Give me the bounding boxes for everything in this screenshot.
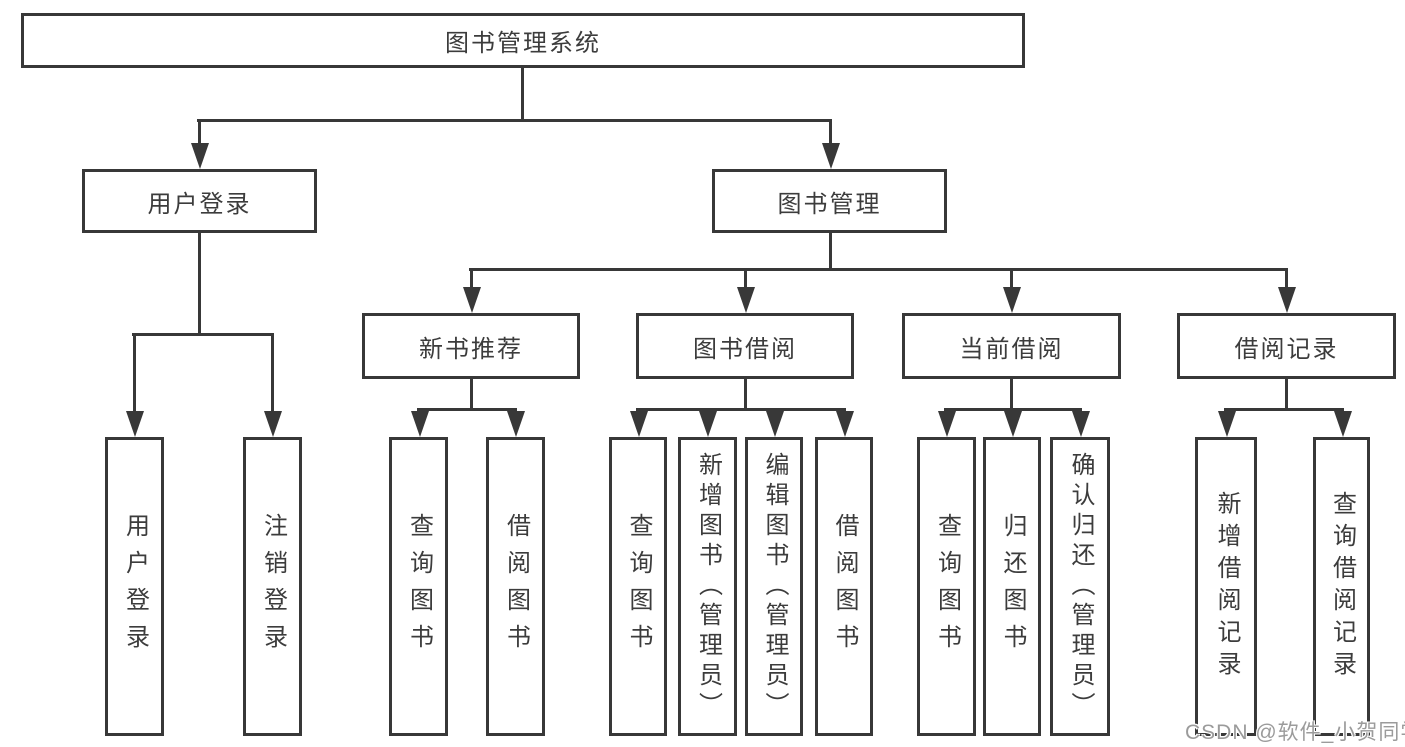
node-borrow-record-label: 借阅记录: [1234, 335, 1339, 363]
connector-user-login-bar: [132, 333, 274, 336]
node-book-borrow-label: 图书借阅: [693, 335, 797, 363]
node-library-system-label: 图书管理系统: [445, 30, 601, 57]
leaf-user-login-label: 用户登录: [121, 512, 149, 661]
leaf-bb-edit-book: 编辑图书（管理员）: [745, 437, 803, 736]
leaf-bb-add-book: 新增图书（管理员）: [678, 437, 737, 736]
connector-book-borrow-stem: [744, 379, 747, 408]
leaf-cb-confirm-return: 确认归还（管理员）: [1050, 437, 1110, 736]
connector-arrow-cb-confirm-return: [1079, 408, 1082, 411]
node-current-borrow-label: 当前借阅: [959, 335, 1064, 363]
leaf-logout-label: 注销登录: [259, 512, 287, 661]
leaf-cb-query-book-label: 查询图书: [933, 512, 961, 661]
connector-arrow-nb-query-book: [418, 408, 421, 411]
connector-arrow-bb-borrow-book: [843, 408, 846, 411]
node-user-login-label: 用户登录: [147, 190, 252, 218]
csdn-watermark: CSDN @软件_小贺同学: [1185, 721, 1405, 744]
connector-arrow-login: [133, 333, 136, 411]
node-new-book-recommend: 新书推荐: [362, 313, 580, 379]
leaf-nb-query-book-label: 查询图书: [405, 512, 433, 661]
leaf-cb-query-book: 查询图书: [917, 437, 976, 736]
connector-book-management-stem: [829, 233, 832, 268]
leaf-cb-confirm-return-label: 确认归还（管理员）: [1067, 451, 1094, 722]
connector-new-book-recommend-stem: [470, 379, 473, 408]
connector-user-login-stem: [198, 233, 201, 333]
node-user-login: 用户登录: [82, 169, 317, 233]
leaf-cb-return-book: 归还图书: [983, 437, 1041, 736]
connector-arrow-book-management: [829, 119, 832, 143]
connector-arrow-bb-edit-book: [773, 408, 776, 411]
connector-arrow-current-borrow: [1010, 268, 1013, 287]
connector-level3-bar: [469, 268, 1288, 271]
connector-arrow-br-add-record: [1225, 408, 1228, 411]
connector-arrow-nb-borrow-book: [514, 408, 517, 411]
connector-new-book-recommend-bar: [417, 408, 517, 411]
connector-arrow-borrow-record: [1285, 268, 1288, 287]
leaf-nb-borrow-book: 借阅图书: [486, 437, 545, 736]
node-library-system: 图书管理系统: [21, 13, 1025, 68]
connector-arrow-new-book-recommend: [470, 268, 473, 287]
connector-level2-bar: [197, 119, 832, 122]
leaf-bb-borrow-book: 借阅图书: [815, 437, 873, 736]
leaf-nb-query-book: 查询图书: [389, 437, 448, 736]
connector-borrow-record-stem: [1285, 379, 1288, 408]
connector-arrow-bb-query-book: [637, 408, 640, 411]
connector-arrow-bb-add-book: [706, 408, 709, 411]
connector-arrow-cb-query-book: [945, 408, 948, 411]
leaf-logout: 注销登录: [243, 437, 302, 736]
leaf-br-query-record-label: 查询借阅记录: [1328, 490, 1356, 683]
connector-borrow-record-bar: [1224, 408, 1343, 411]
leaf-br-query-record: 查询借阅记录: [1313, 437, 1370, 736]
leaf-user-login: 用户登录: [105, 437, 164, 736]
leaf-bb-borrow-book-label: 借阅图书: [831, 512, 858, 661]
leaf-bb-query-book: 查询图书: [609, 437, 667, 736]
connector-arrow-cb-return-book: [1011, 408, 1014, 411]
connector-arrow-logout: [271, 333, 274, 411]
node-current-borrow: 当前借阅: [902, 313, 1121, 379]
connector-root-stem: [521, 68, 524, 119]
connector-book-borrow-bar: [636, 408, 846, 411]
connector-arrow-book-borrow: [744, 268, 747, 287]
leaf-br-add-record: 新增借阅记录: [1195, 437, 1257, 736]
leaf-bb-query-book-label: 查询图书: [625, 512, 652, 661]
connector-arrow-user-login: [198, 119, 201, 143]
leaf-nb-borrow-book-label: 借阅图书: [502, 512, 530, 661]
node-book-management: 图书管理: [712, 169, 947, 233]
node-book-borrow: 图书借阅: [636, 313, 854, 379]
leaf-br-add-record-label: 新增借阅记录: [1213, 490, 1240, 683]
leaf-cb-return-book-label: 归还图书: [999, 512, 1026, 661]
connector-current-borrow-stem: [1010, 379, 1013, 408]
node-new-book-recommend-label: 新书推荐: [419, 335, 523, 363]
node-borrow-record: 借阅记录: [1177, 313, 1396, 379]
node-book-management-label: 图书管理: [777, 190, 882, 218]
leaf-bb-add-book-label: 新增图书（管理员）: [694, 451, 722, 722]
leaf-bb-edit-book-label: 编辑图书（管理员）: [761, 451, 788, 722]
connector-arrow-br-query-record: [1341, 408, 1344, 411]
